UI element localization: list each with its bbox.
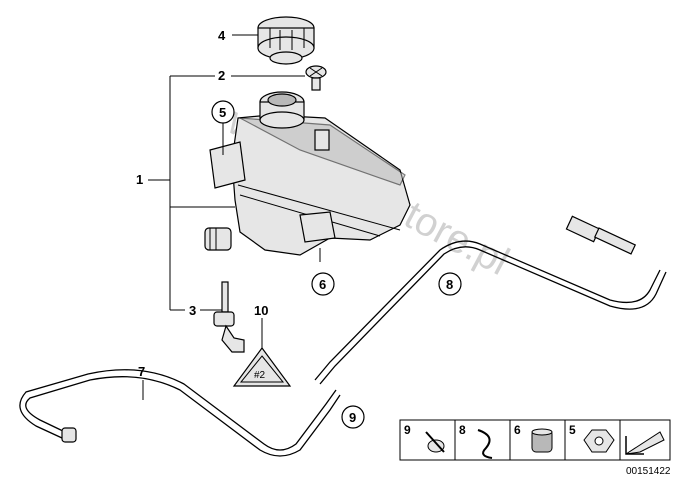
hose-part-7[interactable] bbox=[19, 369, 341, 457]
svg-text:8: 8 bbox=[446, 277, 453, 292]
leader-lines bbox=[142, 34, 305, 400]
callout-1: 1 bbox=[136, 172, 143, 187]
svg-text:9: 9 bbox=[349, 410, 356, 425]
legend-cell-9[interactable]: 9 bbox=[404, 423, 445, 453]
callout-6-circle: 6 bbox=[311, 272, 335, 296]
legend-cell-6[interactable]: 6 bbox=[514, 423, 553, 453]
hex-nut-icon bbox=[583, 429, 615, 453]
svg-text:6: 6 bbox=[514, 423, 521, 437]
svg-text:5: 5 bbox=[569, 423, 576, 437]
svg-text:8: 8 bbox=[459, 423, 466, 437]
svg-text:#2: #2 bbox=[254, 370, 266, 381]
legend-cell-5[interactable]: 5 bbox=[569, 423, 615, 453]
tank-cap[interactable] bbox=[257, 16, 315, 65]
callout-5-circle: 5 bbox=[211, 100, 235, 124]
callout-3: 3 bbox=[189, 303, 196, 318]
legend-cell-arrow bbox=[625, 431, 665, 455]
legend-cell-8[interactable]: 8 bbox=[459, 423, 493, 459]
reference-number: 00151422 bbox=[626, 466, 671, 477]
callout-9-circle: 9 bbox=[341, 405, 365, 429]
svg-text:9: 9 bbox=[404, 423, 411, 437]
direction-arrow-icon bbox=[625, 431, 665, 455]
callout-4: 4 bbox=[218, 28, 226, 43]
callout-10: 10 bbox=[254, 303, 268, 318]
svg-text:5: 5 bbox=[219, 105, 226, 120]
hose-part-8[interactable] bbox=[314, 215, 667, 385]
warning-label[interactable]: #2 bbox=[232, 346, 292, 387]
bleed-screw[interactable] bbox=[305, 65, 327, 91]
expansion-tank[interactable] bbox=[204, 91, 411, 262]
callout-7: 7 bbox=[138, 364, 145, 379]
callout-2: 2 bbox=[218, 68, 225, 83]
spring-clip-icon bbox=[477, 429, 493, 459]
level-sensor[interactable] bbox=[213, 281, 245, 353]
rubber-grommet-icon bbox=[531, 428, 553, 453]
svg-text:6: 6 bbox=[319, 277, 326, 292]
legend-strip: 9 8 6 5 bbox=[399, 419, 671, 461]
hose-clamp-icon bbox=[425, 431, 445, 453]
callout-8-circle: 8 bbox=[438, 272, 462, 296]
